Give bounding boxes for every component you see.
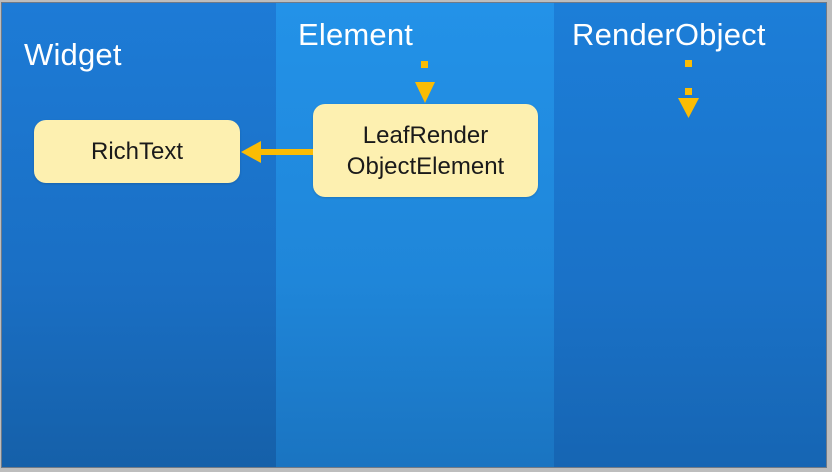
richtext-label: RichText (90, 138, 184, 165)
render-object-column: RenderObject (554, 3, 826, 467)
element-column: Element (276, 3, 554, 467)
diagram-frame: Widget Element RenderObject RichText Lea… (2, 3, 826, 467)
leaf-node-label-line1: LeafRender (362, 121, 489, 149)
element-column-title: Element (298, 17, 414, 52)
widget-column-title: Widget (24, 37, 122, 72)
richtext-node: RichText (34, 120, 240, 183)
leaf-node-label-line2: ObjectElement (346, 152, 505, 180)
widget-column: Widget (2, 3, 276, 467)
leaf-render-object-element-node: LeafRender ObjectElement (313, 104, 538, 197)
render-object-column-title: RenderObject (572, 17, 766, 52)
